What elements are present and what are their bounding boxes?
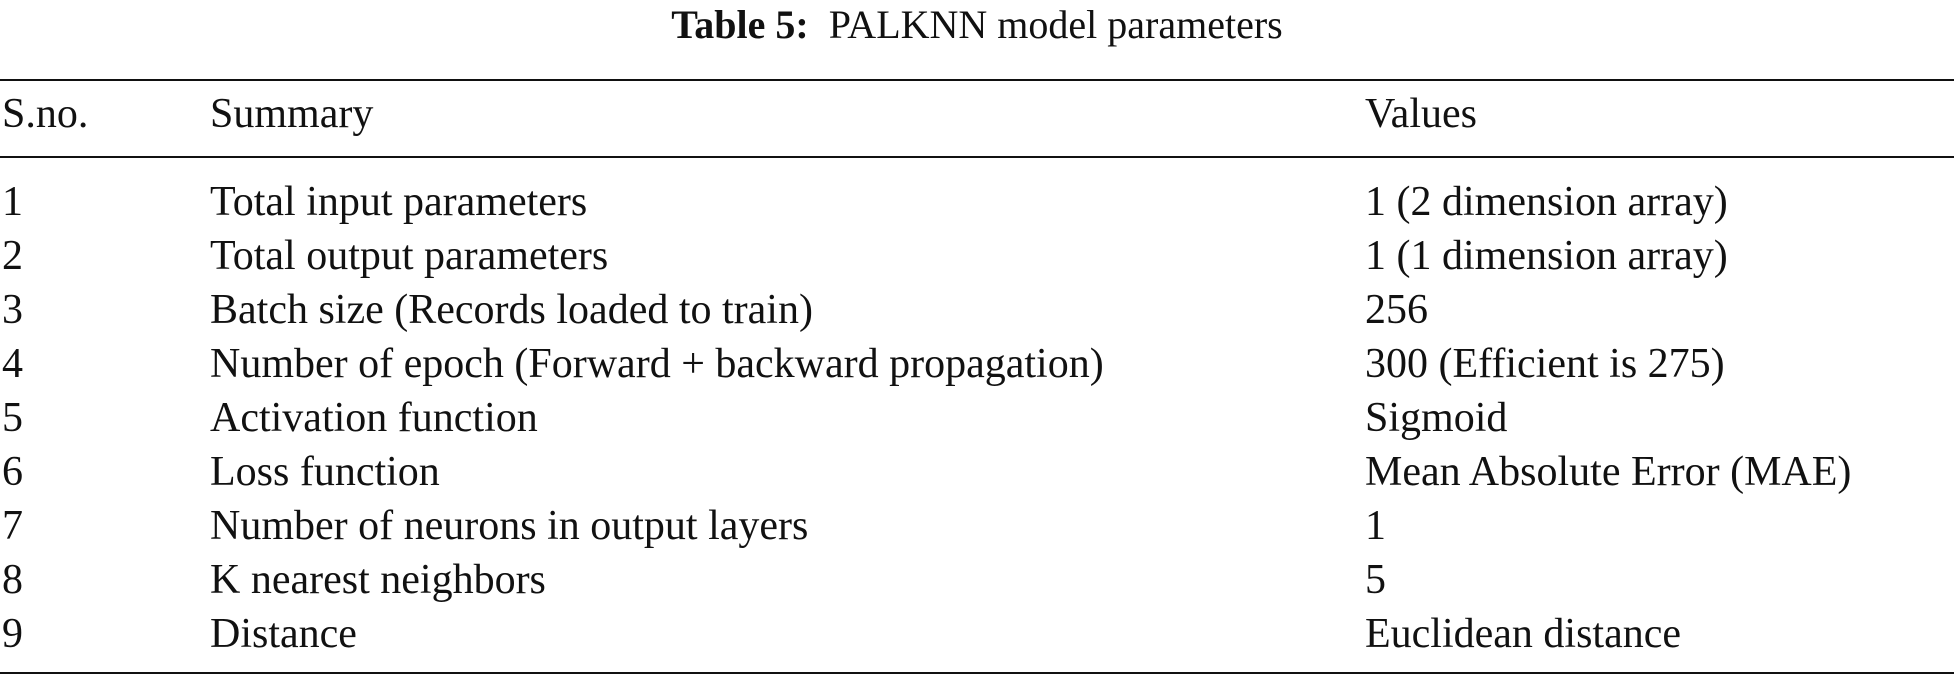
row-value: Euclidean distance [1365, 611, 1682, 657]
table-caption-title: PALKNN model parameters [828, 2, 1283, 47]
row-summary: Batch size (Records loaded to train) [210, 287, 813, 333]
row-value: 1 (2 dimension array) [1365, 179, 1728, 225]
table-row: 4 Number of epoch (Forward + backward pr… [0, 337, 1954, 391]
table-row: 9 Distance Euclidean distance [0, 607, 1954, 661]
row-sno: 4 [2, 341, 23, 387]
table-row: 6 Loss function Mean Absolute Error (MAE… [0, 445, 1954, 499]
row-summary: Number of neurons in output layers [210, 503, 809, 549]
row-sno: 2 [2, 233, 23, 279]
row-sno: 8 [2, 557, 23, 603]
row-value: 5 [1365, 557, 1386, 603]
row-summary: K nearest neighbors [210, 557, 546, 603]
row-summary: Loss function [210, 449, 440, 495]
table-caption-label: Table 5: [671, 2, 809, 47]
row-sno: 7 [2, 503, 23, 549]
row-value: 1 (1 dimension array) [1365, 233, 1728, 279]
table-header-rule [0, 156, 1954, 158]
row-value: 1 [1365, 503, 1386, 549]
row-sno: 5 [2, 395, 23, 441]
table-bottom-rule [0, 672, 1954, 674]
row-sno: 6 [2, 449, 23, 495]
row-summary: Distance [210, 611, 357, 657]
row-value: Mean Absolute Error (MAE) [1365, 449, 1852, 495]
row-sno: 3 [2, 287, 23, 333]
row-value: 300 (Efficient is 275) [1365, 341, 1725, 387]
row-sno: 1 [2, 179, 23, 225]
table-row: 3 Batch size (Records loaded to train) 2… [0, 283, 1954, 337]
table-row: 2 Total output parameters 1 (1 dimension… [0, 229, 1954, 283]
table-caption: Table 5: PALKNN model parameters [0, 0, 1954, 48]
row-summary: Activation function [210, 395, 538, 441]
table-row: 1 Total input parameters 1 (2 dimension … [0, 175, 1954, 229]
row-value: 256 [1365, 287, 1428, 333]
row-summary: Total output parameters [210, 233, 609, 279]
row-summary: Number of epoch (Forward + backward prop… [210, 341, 1104, 387]
table-row: 7 Number of neurons in output layers 1 [0, 499, 1954, 553]
row-summary: Total input parameters [210, 179, 588, 225]
row-sno: 9 [2, 611, 23, 657]
header-values: Values [1365, 91, 1477, 137]
header-sno: S.no. [2, 91, 89, 137]
header-summary: Summary [210, 91, 374, 137]
table-top-rule [0, 79, 1954, 81]
row-value: Sigmoid [1365, 395, 1508, 441]
table-row: 8 K nearest neighbors 5 [0, 553, 1954, 607]
table-header-row: S.no. Summary Values [0, 87, 1954, 141]
table-row: 5 Activation function Sigmoid [0, 391, 1954, 445]
